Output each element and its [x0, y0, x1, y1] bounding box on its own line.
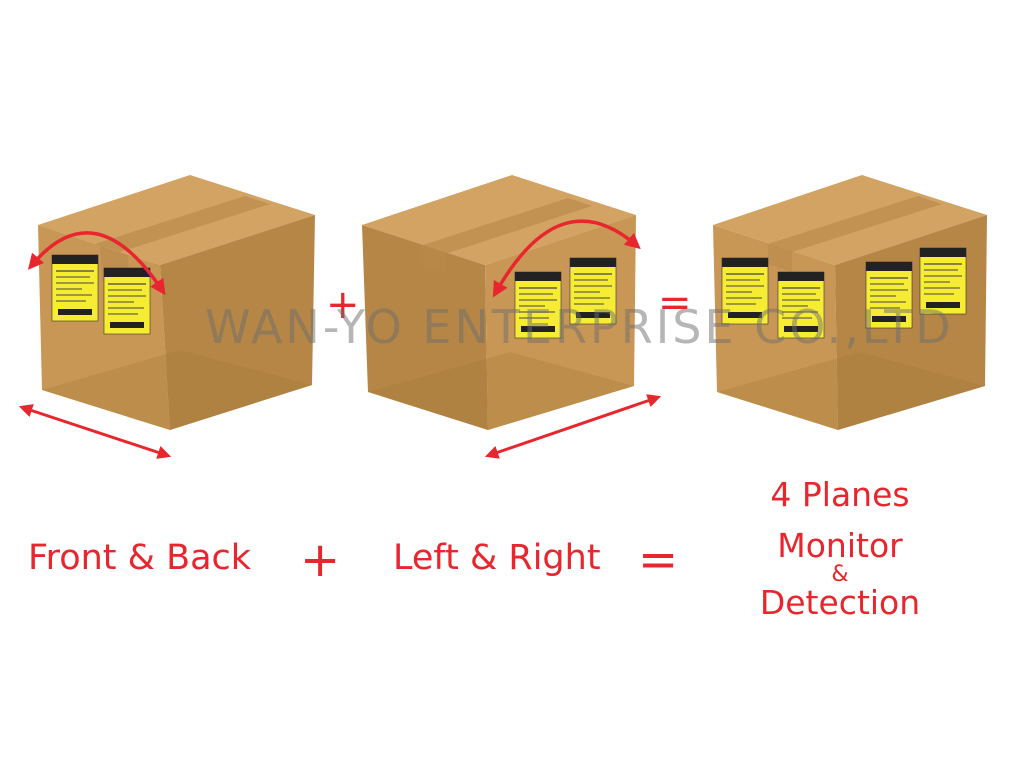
direction-arrow	[484, 394, 662, 459]
direction-arrow	[18, 404, 172, 459]
caption-front-back: Front & Back	[28, 538, 252, 578]
box-four-planes	[713, 175, 987, 430]
result-ampersand: &	[831, 562, 849, 588]
caption-equals: =	[638, 532, 679, 588]
watermark-text: WAN-YO ENTERPRISE CO.,LTD	[205, 300, 954, 354]
sensor-label	[51, 254, 99, 322]
result-line-planes: 4 Planes	[770, 475, 910, 514]
result-caption: 4 Planes Monitor & Detection	[735, 475, 945, 623]
rotation-arrow	[492, 219, 641, 298]
rotation-arrow	[27, 231, 166, 296]
box-front-back	[18, 175, 315, 459]
result-line-detection: Detection	[759, 583, 921, 623]
box-left-right	[362, 175, 662, 459]
caption-left-right: Left & Right	[393, 538, 601, 578]
sensor-label	[103, 267, 151, 335]
caption-plus: +	[300, 532, 341, 588]
result-line-monitor: Monitor	[777, 525, 903, 565]
equals-operator: =	[658, 280, 692, 326]
plus-operator: +	[326, 282, 360, 328]
